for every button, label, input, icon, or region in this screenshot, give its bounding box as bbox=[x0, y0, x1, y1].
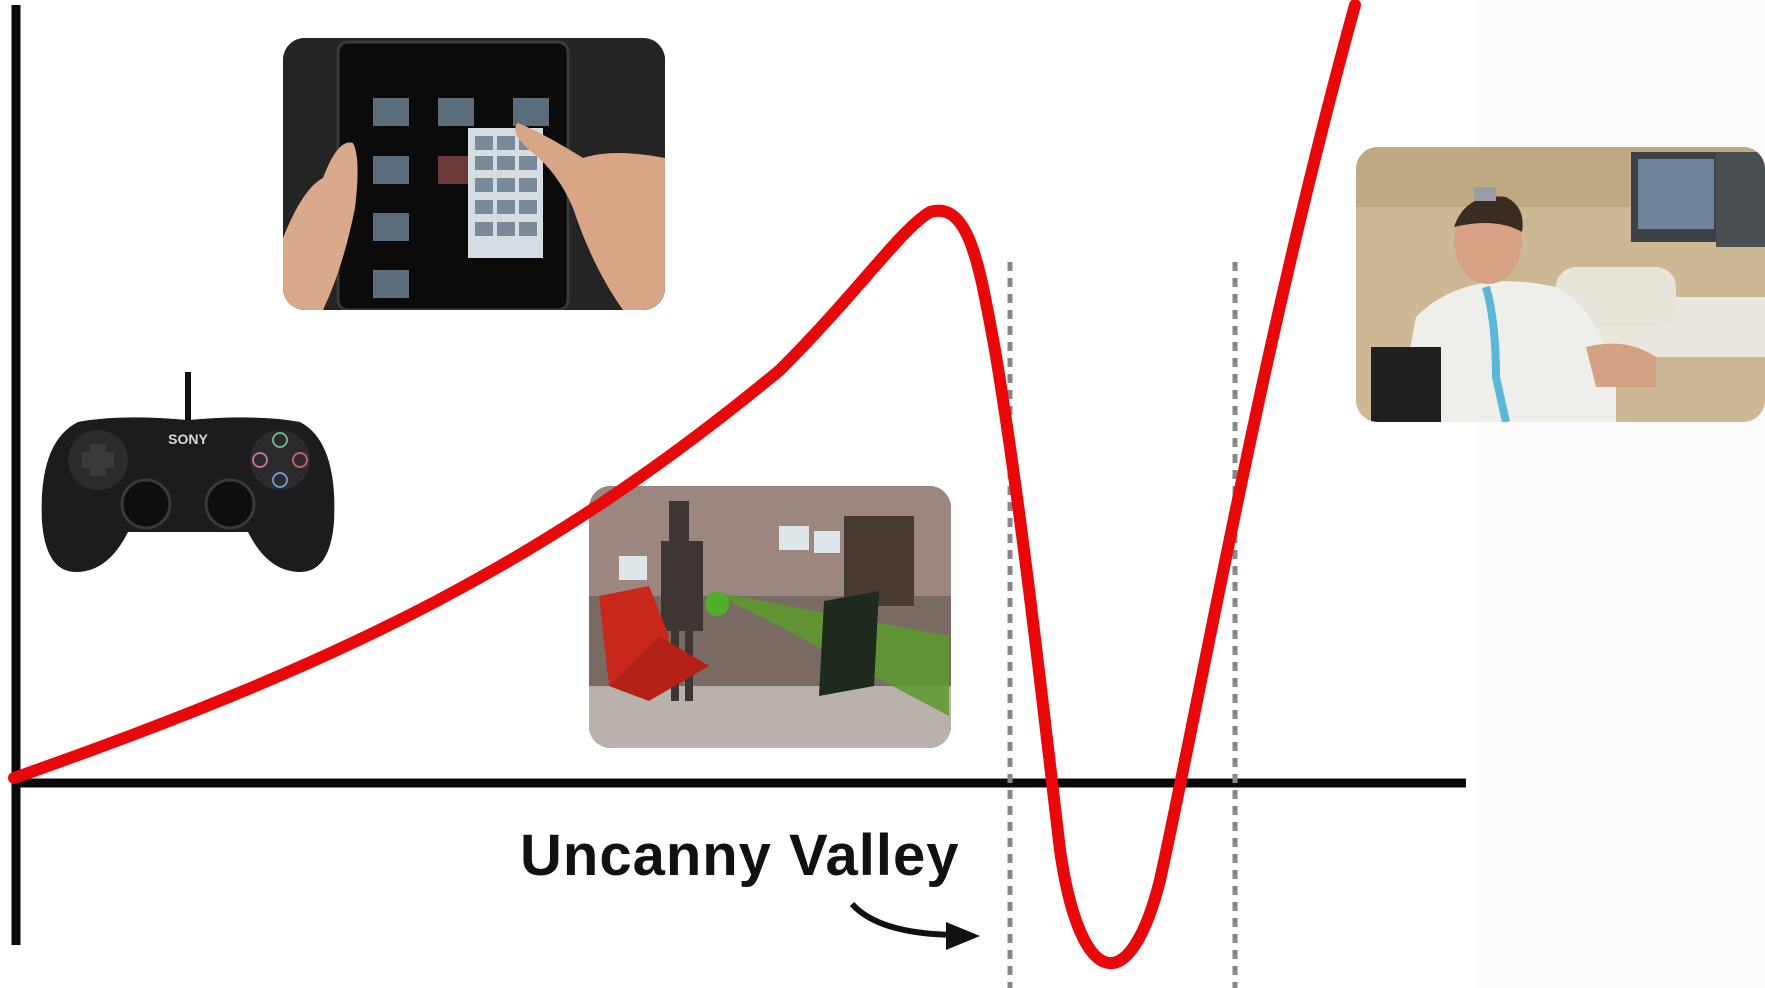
svg-text:SONY: SONY bbox=[168, 431, 208, 447]
gamepad-photo: SONY bbox=[38, 372, 338, 582]
vr-lab-photo bbox=[589, 486, 951, 748]
bci-patient-photo bbox=[1356, 147, 1765, 422]
arrow-right-icon bbox=[849, 901, 980, 950]
familiarity-curve bbox=[8, 0, 1361, 969]
tablet-photo bbox=[283, 38, 665, 310]
uncanny-valley-label: Uncanny Valley bbox=[520, 823, 960, 888]
